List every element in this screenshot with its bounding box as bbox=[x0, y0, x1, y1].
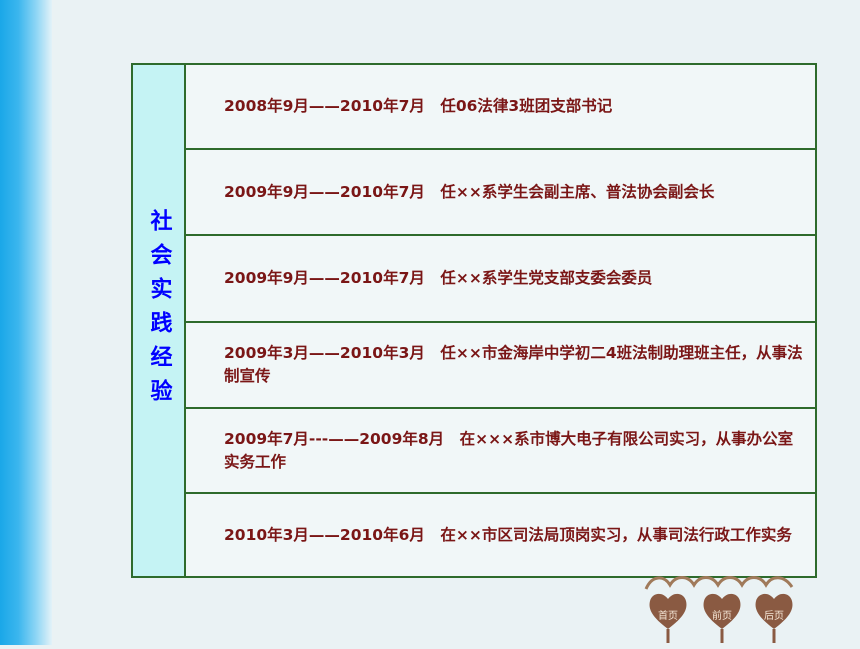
experience-list: 2008年9月——2010年7月 任06法律3班团支部书记 2009年9月——2… bbox=[186, 65, 815, 576]
experience-row: 2009年9月——2010年7月 任××系学生党支部支委会委员 bbox=[186, 236, 815, 323]
home-button-label: 首页 bbox=[658, 611, 678, 622]
experience-row: 2009年3月——2010年3月 任××市金海岸中学初二4班法制助理班主任，从事… bbox=[186, 323, 815, 409]
home-button[interactable]: 首页 bbox=[646, 581, 690, 645]
experience-row: 2008年9月——2010年7月 任06法律3班团支部书记 bbox=[186, 65, 815, 150]
left-decorative-stripe bbox=[0, 0, 52, 645]
heart-icon bbox=[703, 593, 741, 643]
experience-row-text: 2008年9月——2010年7月 任06法律3班团支部书记 bbox=[224, 97, 613, 115]
vine-ornament bbox=[644, 576, 794, 590]
experience-panel: 社会实践经验 2008年9月——2010年7月 任06法律3班团支部书记 200… bbox=[131, 63, 817, 578]
experience-row-text: 2009年9月——2010年7月 任××系学生会副主席、普法协会副会长 bbox=[224, 182, 715, 201]
experience-row-text: 2009年9月——2010年7月 任××系学生党支部支委会委员 bbox=[224, 269, 653, 287]
experience-row-text: 2010年3月——2010年6月 在××市区司法局顶岗实习，从事司法行政工作实务 bbox=[224, 525, 792, 544]
experience-row: 2009年9月——2010年7月 任××系学生会副主席、普法协会副会长 bbox=[186, 150, 815, 236]
section-title-column: 社会实践经验 bbox=[133, 65, 186, 576]
experience-row: 2010年3月——2010年6月 在××市区司法局顶岗实习，从事司法行政工作实务 bbox=[186, 494, 815, 576]
experience-row: 2009年7月---——2009年8月 在×××系市博大电子有限公司实习，从事办… bbox=[186, 409, 815, 494]
section-title: 社会实践经验 bbox=[146, 208, 172, 413]
experience-row-text: 2009年3月——2010年3月 任××市金海岸中学初二4班法制助理班主任，从事… bbox=[224, 344, 803, 385]
next-page-button-label: 后页 bbox=[764, 611, 784, 622]
heart-icon bbox=[649, 593, 687, 643]
page-navigation: 首页 前页 后页 bbox=[642, 573, 800, 643]
heart-icon bbox=[755, 593, 793, 643]
next-page-button[interactable]: 后页 bbox=[752, 581, 796, 645]
experience-row-text: 2009年7月---——2009年8月 在×××系市博大电子有限公司实习，从事办… bbox=[224, 429, 794, 471]
previous-page-button[interactable]: 前页 bbox=[700, 581, 744, 645]
previous-page-button-label: 前页 bbox=[712, 611, 732, 622]
